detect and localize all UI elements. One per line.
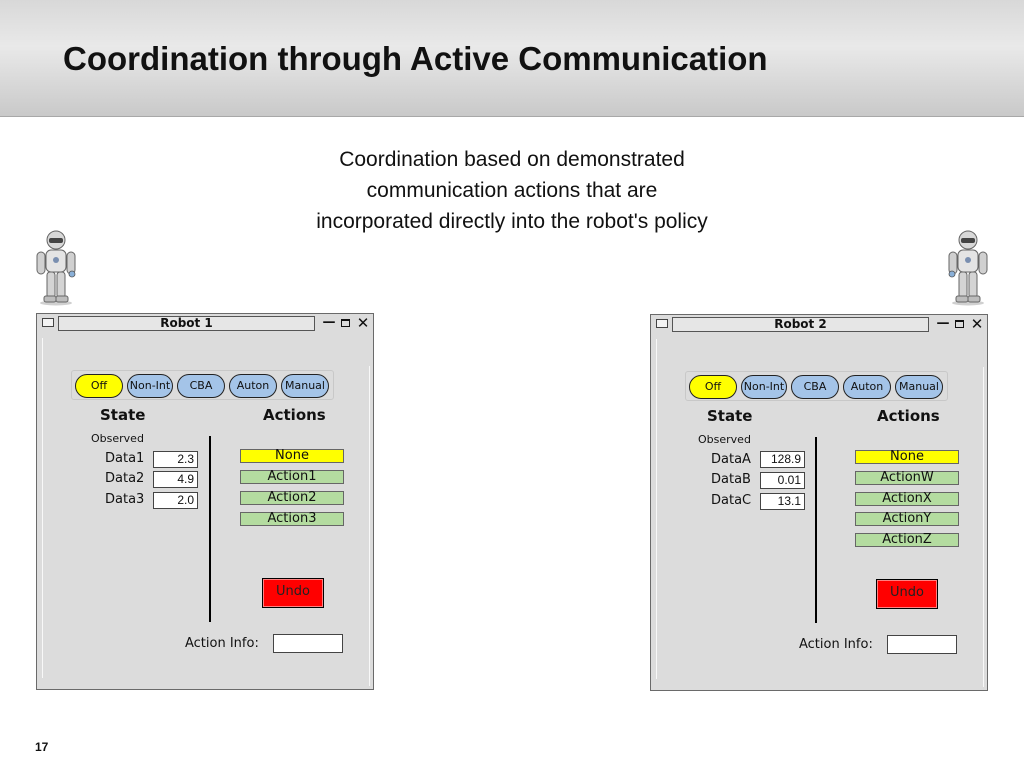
mode-manual-button[interactable]: Manual [281, 374, 329, 398]
panel-divider [983, 367, 984, 687]
action-1-button[interactable]: Action1 [240, 470, 344, 484]
subtitle-line: communication actions that are [366, 179, 658, 202]
data-label: DataA [711, 452, 751, 467]
data-label: DataC [711, 493, 752, 508]
window-menu-icon[interactable] [656, 319, 668, 328]
action-info-field[interactable] [273, 634, 343, 653]
action-w-button[interactable]: ActionW [855, 471, 959, 485]
mode-off-button[interactable]: Off [689, 375, 737, 399]
window-title: Robot 2 [672, 317, 929, 332]
data-value-field[interactable]: 0.01 [760, 472, 805, 489]
mode-auton-button[interactable]: Auton [843, 375, 891, 399]
mode-cba-button[interactable]: CBA [177, 374, 225, 398]
robot-1-window: Robot 1 — ✕ Off Non-Int CBA Auton Manual… [36, 313, 374, 690]
action-y-button[interactable]: ActionY [855, 512, 959, 526]
mode-cba-button[interactable]: CBA [791, 375, 839, 399]
mode-nonint-button[interactable]: Non-Int [741, 375, 787, 399]
maximize-icon[interactable] [339, 316, 353, 330]
action-none-button[interactable]: None [855, 450, 959, 464]
slide-subtitle: Coordination based on demonstrated commu… [262, 144, 762, 237]
actions-heading: Actions [263, 406, 326, 424]
humanoid-robot-icon [945, 228, 991, 306]
window-title: Robot 1 [58, 316, 315, 331]
data-value-field[interactable]: 2.3 [153, 451, 198, 468]
data-label: Data1 [105, 451, 145, 466]
action-none-button[interactable]: None [240, 449, 344, 463]
subtitle-line: Coordination based on demonstrated [339, 148, 685, 171]
action-x-button[interactable]: ActionX [855, 492, 959, 506]
state-heading: State [100, 406, 146, 424]
mode-auton-button[interactable]: Auton [229, 374, 277, 398]
state-actions-separator [815, 437, 817, 623]
mode-selector: Off Non-Int CBA Auton Manual [685, 371, 948, 401]
actions-heading: Actions [877, 407, 940, 425]
humanoid-robot-icon [33, 228, 79, 306]
data-label: Data2 [105, 471, 145, 486]
subtitle-line: incorporated directly into the robot's p… [316, 210, 708, 233]
action-2-button[interactable]: Action2 [240, 491, 344, 505]
panel-divider [656, 339, 657, 679]
window-menu-icon[interactable] [42, 318, 54, 327]
data-label: Data3 [105, 492, 145, 507]
robot-2-window: Robot 2 — ✕ Off Non-Int CBA Auton Manual… [650, 314, 988, 691]
mode-nonint-button[interactable]: Non-Int [127, 374, 173, 398]
state-heading: State [707, 407, 753, 425]
page-number: 17 [35, 740, 49, 754]
minimize-icon[interactable]: — [322, 315, 336, 330]
close-icon[interactable]: ✕ [970, 315, 984, 333]
data-value-field[interactable]: 128.9 [760, 451, 805, 468]
maximize-icon[interactable] [953, 317, 967, 331]
minimize-icon[interactable]: — [936, 316, 950, 331]
undo-button[interactable]: Undo [876, 579, 938, 609]
action-z-button[interactable]: ActionZ [855, 533, 959, 547]
data-value-field[interactable]: 13.1 [760, 493, 805, 510]
panel-divider [42, 338, 43, 678]
panel-divider [369, 366, 370, 686]
action-3-button[interactable]: Action3 [240, 512, 344, 526]
window-titlebar[interactable]: Robot 1 — ✕ [37, 314, 373, 336]
action-info-field[interactable] [887, 635, 957, 654]
observed-label: Observed [698, 433, 751, 446]
slide-title: Coordination through Active Communicatio… [63, 40, 768, 77]
mode-off-button[interactable]: Off [75, 374, 123, 398]
mode-selector: Off Non-Int CBA Auton Manual [71, 370, 334, 400]
data-value-field[interactable]: 2.0 [153, 492, 198, 509]
state-actions-separator [209, 436, 211, 622]
close-icon[interactable]: ✕ [356, 314, 370, 332]
slide-header: Coordination through Active Communicatio… [0, 0, 1024, 117]
observed-label: Observed [91, 432, 144, 445]
action-info-label: Action Info: [185, 636, 259, 651]
data-label: DataB [711, 472, 751, 487]
window-titlebar[interactable]: Robot 2 — ✕ [651, 315, 987, 337]
undo-button[interactable]: Undo [262, 578, 324, 608]
data-value-field[interactable]: 4.9 [153, 471, 198, 488]
action-info-label: Action Info: [799, 637, 873, 652]
mode-manual-button[interactable]: Manual [895, 375, 943, 399]
